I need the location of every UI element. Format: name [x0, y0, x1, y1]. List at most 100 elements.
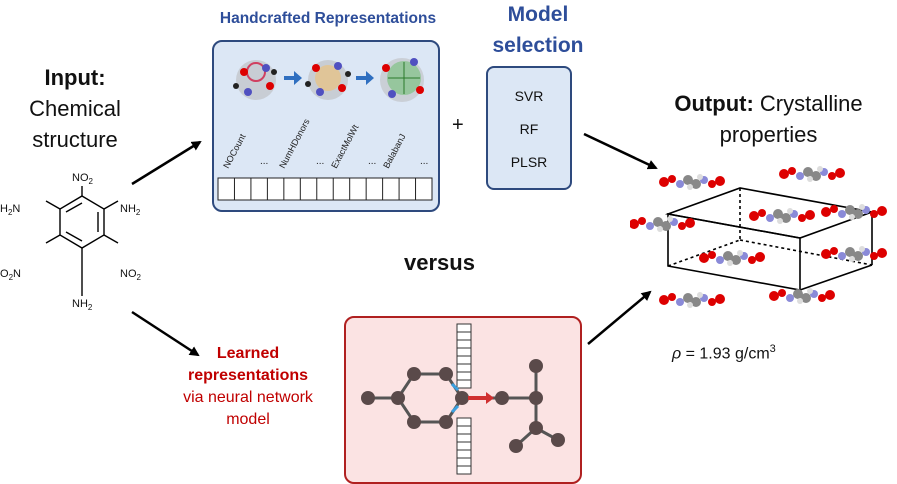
crystal-atom [849, 256, 855, 262]
crystal-atom [683, 293, 693, 303]
crystal-atom [825, 290, 835, 300]
crystal-atom [683, 175, 693, 185]
model-item-svr: SVR [514, 88, 544, 104]
crystal-atom [748, 256, 756, 264]
feature-vector-cells [233, 178, 417, 200]
crystal-atom [676, 298, 684, 306]
feature-ellipsis-2: ... [316, 156, 325, 167]
crystal-atom [859, 246, 865, 252]
molecule-label-left-bottom: O2N [0, 268, 21, 283]
crystal-atom [715, 176, 725, 186]
feature-vector-cell [456, 449, 472, 459]
crystal-atom [821, 207, 831, 217]
crystal-atom [708, 251, 716, 259]
crystal-molecule [749, 208, 815, 224]
crystal-atom [769, 291, 779, 301]
crystal-atom [653, 217, 663, 227]
handcrafted-title: Handcrafted Representations [219, 10, 437, 27]
crystal-atom [659, 177, 669, 187]
feature-vector-cell [456, 323, 472, 333]
crystal-atom [766, 214, 774, 222]
crystal-atom [737, 250, 743, 256]
feature-vector-cell [456, 433, 472, 443]
molecule-label-left-top: H2N [0, 203, 21, 218]
feature-vector-cell [456, 417, 472, 427]
crystal-atom [811, 171, 821, 181]
molecule-label-right-top: NH2 [120, 203, 141, 218]
molecule-label-right-bottom: NO2 [120, 268, 141, 283]
feature-vector-cell [456, 371, 472, 381]
crystal-molecule [769, 288, 835, 304]
crystal-atom [821, 249, 831, 259]
feature-vector [217, 177, 433, 201]
crystal-atom [796, 172, 804, 180]
node-feature-vector-top [456, 323, 472, 389]
node-feature-vector-bottom [456, 417, 472, 475]
message-arrow-icon [468, 392, 494, 404]
model-selection-panel: SVR RF PLSR [486, 66, 572, 190]
crystal-atom [697, 174, 703, 180]
crystal-atom [778, 289, 786, 297]
feature-vector-cell [456, 425, 472, 435]
model-item-rf: RF [519, 121, 539, 137]
feature-vector-cell [456, 355, 472, 365]
versus-label: versus [404, 250, 475, 275]
molecule-label-bottom: NH2 [72, 298, 93, 313]
crystal-atom [687, 184, 693, 190]
feature-vector-cell [456, 379, 472, 389]
crystal-atom [699, 253, 709, 263]
crystal-atom [853, 209, 863, 219]
crystal-molecules [630, 166, 887, 308]
crystal-atom [691, 179, 701, 189]
crystal-atom [788, 167, 796, 175]
density-value: ρ = 1.93 g/cm3 [672, 343, 776, 363]
crystal-atom [777, 218, 783, 224]
crystal-atom [668, 293, 676, 301]
arrow-input-to-learned [131, 310, 200, 357]
crystal-molecule [630, 216, 695, 232]
crystal-atom [835, 168, 845, 178]
learned-representations-label: Learned representations via neural netwo… [183, 345, 313, 428]
crystal-atom [797, 298, 803, 304]
molecular-graph [361, 323, 565, 475]
feature-vector-cell [456, 363, 472, 373]
feature-vector-cell [456, 441, 472, 451]
crystal-molecule [779, 166, 845, 182]
crystal-atom [687, 302, 693, 308]
crystal-atom [773, 209, 783, 219]
crystal-atom [708, 298, 716, 306]
arrow-learned-to-output [587, 290, 652, 345]
crystal-atom [668, 175, 676, 183]
crystal-atom [749, 211, 759, 221]
crystal-atom [630, 219, 639, 229]
crystal-atom [716, 256, 724, 264]
message-arrow-icon [450, 404, 460, 414]
message-arrow-icon [450, 382, 460, 392]
crystal-atom [731, 255, 741, 265]
crystal-atom [786, 294, 794, 302]
crystal-atom [803, 167, 813, 177]
feature-vector-cell [456, 339, 472, 349]
feature-ellipsis-4: ... [420, 156, 429, 167]
crystal-atom [807, 288, 813, 294]
crystal-atom [691, 297, 701, 307]
crystal-atom [845, 205, 855, 215]
arrow-model-to-output [583, 132, 658, 170]
feature-ellipsis-1: ... [260, 156, 269, 167]
crystal-atom [697, 292, 703, 298]
handcrafted-panel: NOCount ... NumHDonors ... ExactMolWt ..… [212, 40, 440, 212]
feature-vector-cell [456, 347, 472, 357]
crystal-atom [715, 294, 725, 304]
crystal-atom [727, 260, 733, 266]
crystal-atom [818, 294, 826, 302]
crystal-atom [838, 210, 846, 218]
crystal-atom [661, 221, 671, 231]
crystal-atom [659, 295, 669, 305]
crystal-atom [676, 180, 684, 188]
crystal-atom [638, 217, 646, 225]
crystal-atom [870, 210, 878, 218]
arrow-right-icon [284, 71, 302, 85]
crystal-atom [830, 205, 838, 213]
crystal-atom [793, 289, 803, 299]
